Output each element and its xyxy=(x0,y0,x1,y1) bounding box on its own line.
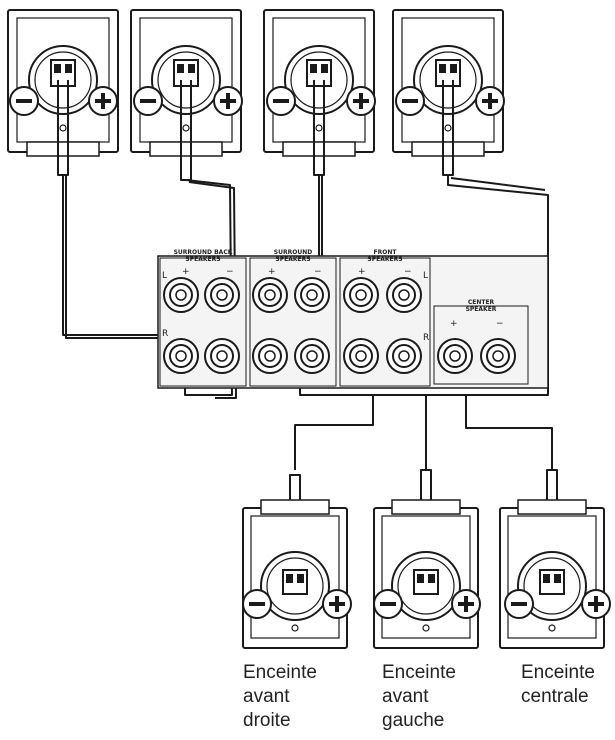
plus-circle-icon xyxy=(322,589,352,619)
polarity-label: + xyxy=(450,319,458,329)
terminal-label: SPEAKERS xyxy=(185,256,220,263)
terminal-label: FRONT xyxy=(374,249,398,256)
minus-circle-icon xyxy=(504,589,534,619)
side-label: L xyxy=(162,271,167,281)
caption-line: avant xyxy=(243,686,290,707)
speaker-surround-left xyxy=(392,9,505,157)
side-label: R xyxy=(162,329,168,339)
polarity-label: + xyxy=(268,267,276,277)
speaker-front-left xyxy=(373,499,481,649)
caption-line: Enceinte xyxy=(243,662,317,683)
caption-front-left: Enceinte avant gauche xyxy=(382,661,456,733)
speaker-center xyxy=(499,499,611,649)
terminal-group-surround-back: SURROUND BACK SPEAKERS + − L R xyxy=(159,249,247,387)
plus-circle-icon xyxy=(451,589,481,619)
speaker-front-right xyxy=(242,499,352,649)
polarity-label: + xyxy=(182,267,190,277)
caption-center: Enceinte centrale xyxy=(521,661,595,709)
plus-circle-icon xyxy=(346,86,376,116)
side-label: L xyxy=(423,271,428,281)
terminal-label: SPEAKER xyxy=(466,306,497,313)
minus-circle-icon xyxy=(133,86,163,116)
minus-circle-icon xyxy=(266,86,296,116)
caption-line: droite xyxy=(243,710,291,731)
polarity-label: + xyxy=(358,267,366,277)
speaker-surround-right xyxy=(263,9,376,157)
caption-line: avant xyxy=(382,686,429,707)
caption-line: gauche xyxy=(382,710,445,731)
terminal-label: SURROUND xyxy=(274,249,312,256)
terminal-group-front: FRONT SPEAKERS + − L R xyxy=(339,249,431,387)
terminal-panel: SURROUND BACK SPEAKERS + − L R SURROUND … xyxy=(157,249,549,389)
caption-line: Enceinte xyxy=(521,662,595,683)
plus-circle-icon xyxy=(213,86,243,116)
minus-circle-icon xyxy=(395,86,425,116)
minus-circle-icon xyxy=(373,589,403,619)
terminal-group-center: CENTER SPEAKER + − xyxy=(433,299,529,385)
minus-circle-icon xyxy=(9,86,39,116)
polarity-label: − xyxy=(496,319,504,329)
polarity-label: − xyxy=(314,267,322,277)
speaker-surround-back-right xyxy=(7,9,119,157)
terminal-label: SPEAKERS xyxy=(275,256,310,263)
speaker-surround-back-left xyxy=(130,9,243,157)
caption-line: centrale xyxy=(521,686,589,707)
plus-circle-icon xyxy=(581,589,611,619)
terminal-group-surround: SURROUND SPEAKERS + − xyxy=(249,249,337,387)
caption-front-right: Enceinte avant droite xyxy=(243,661,317,733)
terminal-label: SURROUND BACK xyxy=(174,249,233,256)
polarity-label: − xyxy=(404,267,412,277)
plus-circle-icon xyxy=(475,86,505,116)
polarity-label: − xyxy=(226,267,234,277)
caption-line: Enceinte xyxy=(382,662,456,683)
terminal-label: CENTER xyxy=(468,299,495,306)
side-label: R xyxy=(423,333,429,343)
plus-circle-icon xyxy=(88,86,118,116)
terminal-label: SPEAKERS xyxy=(367,256,402,263)
minus-circle-icon xyxy=(242,589,272,619)
